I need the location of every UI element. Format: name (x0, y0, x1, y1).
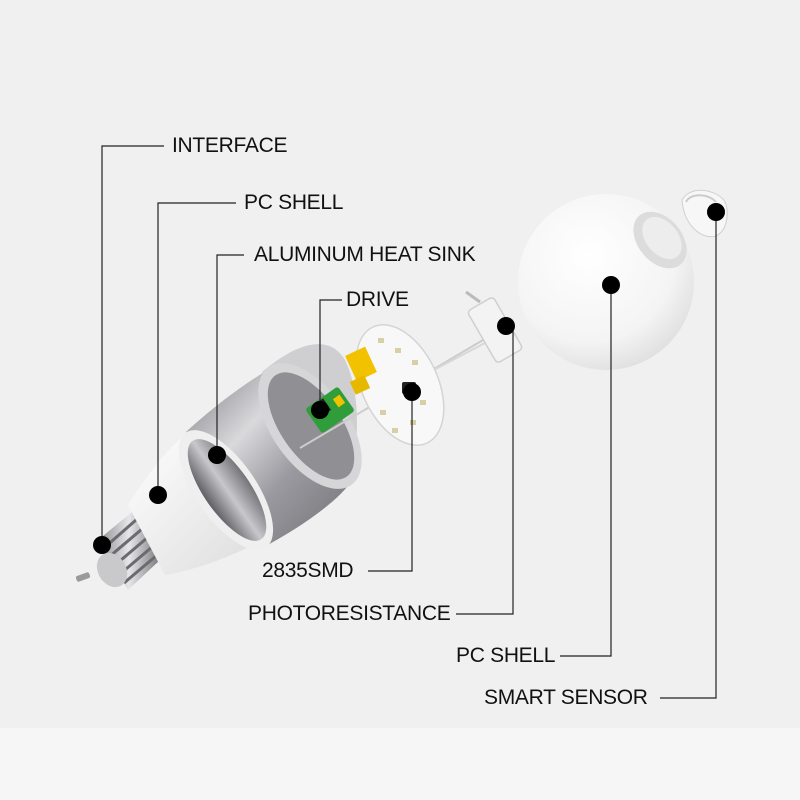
leader-pc-shell-top (157, 202, 236, 495)
label-drive: DRIVE (346, 288, 409, 311)
label-photoresistance: PHOTORESISTANCE (248, 602, 451, 625)
marker-interface (93, 536, 111, 554)
bottom-strip (0, 728, 800, 800)
marker-smart-sensor (707, 203, 725, 221)
leader-interface (101, 145, 164, 545)
label-interface: INTERFACE (172, 134, 288, 157)
leader-lines (101, 145, 717, 699)
marker-pc-shell-top (149, 486, 167, 504)
leader-photoresistance (456, 326, 514, 615)
leader-smd (368, 392, 413, 572)
marker-dots (93, 203, 725, 554)
leader-smart-sensor (660, 212, 717, 699)
marker-photoresistance (497, 317, 515, 335)
screw (75, 572, 91, 582)
leader-drive (319, 299, 342, 410)
leader-pc-shell-bottom (560, 285, 612, 657)
marker-smd (403, 383, 421, 401)
marker-heat-sink (208, 446, 226, 464)
label-2835smd: 2835SMD (262, 559, 354, 582)
leader-heat-sink (216, 254, 244, 455)
interface-thread (96, 512, 160, 590)
marker-drive (311, 401, 329, 419)
label-pc-shell-top: PC SHELL (244, 191, 344, 214)
marker-pc-shell-bottom (602, 276, 620, 294)
label-pc-shell-bottom: PC SHELL (456, 644, 556, 667)
label-smart-sensor: SMART SENSOR (484, 686, 648, 709)
label-aluminum-heat-sink: ALUMINUM HEAT SINK (254, 243, 476, 266)
